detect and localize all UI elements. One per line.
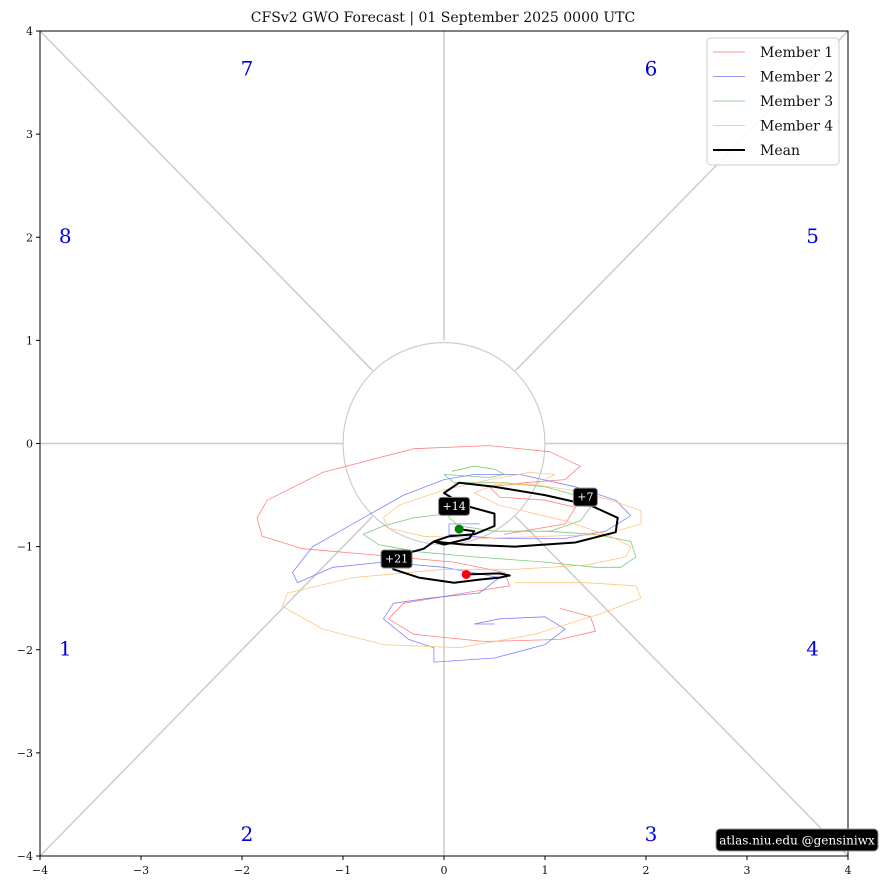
legend-label: Member 3 — [760, 94, 833, 110]
marker-end — [461, 569, 471, 579]
series-mean — [387, 481, 619, 584]
legend-box — [706, 37, 840, 166]
legend: Member 1 Member 2 Member 3 Member 4 Mean — [706, 37, 840, 166]
y-tick-label: 3 — [26, 128, 33, 141]
credit-badge: atlas.niu.edu @gensiniwx — [715, 828, 879, 852]
phase-label-5: 5 — [806, 224, 819, 248]
y-tick-label: 0 — [26, 438, 33, 451]
x-tick-label: 4 — [845, 864, 852, 877]
credit-box — [715, 828, 879, 852]
guide-line — [39, 30, 374, 372]
y-tick-label: −1 — [17, 541, 33, 554]
annotation-box — [572, 487, 598, 507]
x-tick-label: −3 — [133, 864, 149, 877]
annotation-box — [438, 496, 471, 516]
x-tick-label: 3 — [744, 864, 751, 877]
x-tick-label: −4 — [32, 864, 48, 877]
legend-label: Member 4 — [760, 119, 833, 135]
legend-label: Member 1 — [760, 45, 833, 61]
y-tick-label: −2 — [17, 644, 33, 657]
phase-label-3: 3 — [645, 822, 658, 846]
annotation-label: +14 — [442, 500, 465, 513]
phase-label-2: 2 — [241, 822, 254, 846]
chart-title: CFSv2 GWO Forecast | 01 September 2025 0… — [251, 10, 635, 26]
series-member-1 — [256, 445, 596, 642]
y-tick-label: 4 — [26, 25, 33, 38]
phase-label-8: 8 — [59, 224, 72, 248]
guide-line — [514, 515, 849, 857]
phase-label-4: 4 — [806, 636, 819, 660]
y-tick-label: 1 — [26, 334, 33, 347]
x-tick-label: 0 — [441, 864, 448, 877]
series-member-2 — [292, 474, 632, 663]
annotation-label: +7 — [577, 491, 593, 504]
annotation-badge: +14 — [438, 496, 471, 516]
legend-label: Member 2 — [760, 70, 833, 86]
guide-line — [39, 515, 374, 857]
y-tick-label: −4 — [17, 850, 33, 863]
annotation-label: +21 — [385, 553, 408, 566]
series-member-3 — [362, 465, 637, 568]
annotation-badge: +21 — [380, 549, 413, 569]
phase-label-1: 1 — [59, 636, 72, 660]
credit-label: atlas.niu.edu @gensiniwx — [719, 834, 875, 848]
x-tick-label: 1 — [542, 864, 549, 877]
phase-label-6: 6 — [645, 57, 658, 81]
x-tick-label: 2 — [643, 864, 650, 877]
x-tick-label: −2 — [234, 864, 250, 877]
y-tick-label: 2 — [26, 231, 33, 244]
annotation-badge: +7 — [572, 487, 598, 507]
legend-label: Mean — [760, 143, 800, 159]
plot-area: 1 2 3 4 5 6 7 8 +7 +14 +21 −4 −3 −2 −1 0 1 2 3 4 −4 −3 −2 −1 0 1 2… — [17, 25, 852, 877]
series-member-4 — [282, 472, 642, 649]
marker-start — [454, 524, 464, 534]
annotation-box — [380, 549, 413, 569]
x-tick-label: −1 — [335, 864, 351, 877]
y-tick-label: −3 — [17, 747, 33, 760]
phase-label-7: 7 — [241, 57, 254, 81]
